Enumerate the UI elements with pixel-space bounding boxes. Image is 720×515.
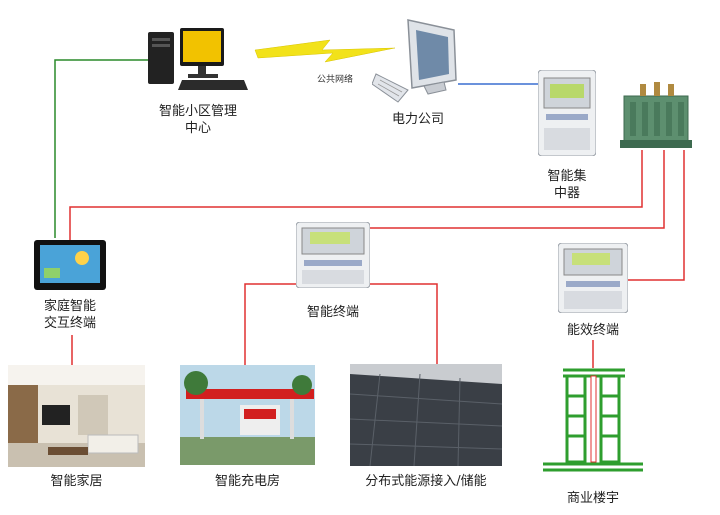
- efficiency-terminal-meter-icon: [557, 242, 629, 314]
- distributed-energy-photo: [350, 364, 502, 466]
- home-terminal-icon: [34, 240, 106, 290]
- smart-terminal-label: 智能终端: [306, 305, 359, 320]
- power-line-charging: [244, 283, 300, 365]
- commercial-building-icon: [541, 366, 645, 476]
- charging-station-photo: [180, 365, 315, 465]
- power-company-label: 电力公司: [391, 112, 444, 127]
- smart-meter-icon: [537, 69, 597, 157]
- concentrator-label: 智能集 中器: [547, 169, 587, 201]
- power-line-home: [69, 150, 643, 240]
- smart-home-photo: [8, 365, 145, 467]
- distributed-energy-label: 分布式能源接入/储能: [365, 474, 487, 489]
- home-terminal-label: 家庭智能 交互终端: [43, 299, 96, 331]
- charging-station-label: 智能充电房: [214, 474, 280, 489]
- smart-terminal-meter-icon: [295, 221, 371, 289]
- efficiency-terminal-label: 能效终端: [566, 323, 619, 338]
- comm-line-mgmt-home: [54, 59, 150, 238]
- smart-home-label: 智能家居: [50, 474, 103, 489]
- transformer-icon: [610, 82, 702, 150]
- crt-monitor-icon: [371, 18, 464, 104]
- desktop-computer-icon: [148, 28, 248, 92]
- lightning-bolt-icon: [254, 39, 396, 63]
- power-line-terminal: [365, 150, 665, 229]
- commercial-building-label: 商业楼宇: [566, 491, 619, 506]
- power-line-distributed: [370, 283, 438, 365]
- power-line-efficiency: [628, 150, 685, 281]
- public-network-label: 公共网络: [316, 75, 353, 85]
- mgmt-center-label: 智能小区管理 中心: [158, 104, 237, 136]
